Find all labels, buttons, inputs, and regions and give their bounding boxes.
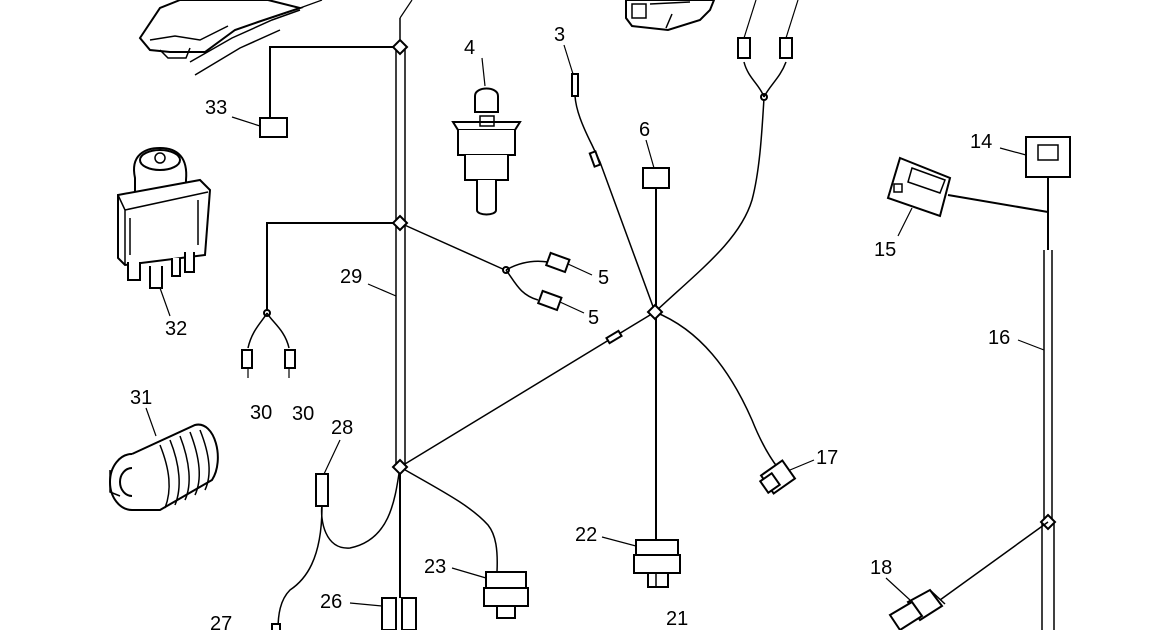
connector-26b bbox=[401, 597, 417, 630]
wire-5 bbox=[399, 222, 571, 312]
wire-6-22 bbox=[642, 167, 670, 540]
callout-16: 16 bbox=[988, 327, 1010, 349]
callout-27: 27 bbox=[210, 613, 232, 630]
part-15 bbox=[886, 156, 952, 218]
callout-3: 3 bbox=[554, 24, 565, 46]
connector-26a bbox=[381, 597, 397, 630]
callout-17: 17 bbox=[816, 447, 838, 469]
callout-5a: 5 bbox=[598, 267, 609, 289]
callout-14: 14 bbox=[970, 131, 992, 153]
connector-14 bbox=[1025, 136, 1071, 178]
callout-26: 26 bbox=[320, 591, 342, 613]
callout-32: 32 bbox=[165, 318, 187, 340]
callout-5b: 5 bbox=[588, 307, 599, 329]
wire-3 bbox=[571, 73, 656, 313]
wire-top-right bbox=[654, 0, 799, 313]
right-harness-16 bbox=[939, 136, 1071, 630]
connector-30a bbox=[241, 349, 253, 369]
harness-nodes bbox=[391, 38, 664, 476]
leader-lines bbox=[145, 44, 1045, 607]
part-18 bbox=[888, 588, 946, 630]
callout-18: 18 bbox=[870, 557, 892, 579]
bottom-connectors bbox=[271, 539, 681, 630]
callout-4: 4 bbox=[464, 37, 475, 59]
wire-33 bbox=[259, 46, 400, 138]
callout-6: 6 bbox=[639, 119, 650, 141]
connector-28 bbox=[315, 473, 329, 507]
callout-33: 33 bbox=[205, 97, 227, 119]
connector-6 bbox=[642, 167, 670, 189]
wire-30 bbox=[241, 222, 400, 378]
connector-33 bbox=[259, 117, 288, 138]
wire-cross bbox=[399, 311, 656, 468]
part-31 bbox=[109, 423, 219, 511]
top-connector-part bbox=[625, 0, 716, 32]
wire-lower bbox=[277, 466, 498, 630]
callout-28: 28 bbox=[331, 417, 353, 439]
part-32 bbox=[117, 146, 212, 289]
callout-22: 22 bbox=[575, 524, 597, 546]
callout-labels: 33 4 3 6 5 5 14 15 16 17 18 21 22 23 26 … bbox=[130, 24, 1010, 630]
connector-5a bbox=[544, 251, 571, 274]
part-4 bbox=[451, 87, 522, 216]
seat-switch-part bbox=[138, 0, 323, 76]
callout-15: 15 bbox=[874, 239, 896, 261]
callout-30b: 30 bbox=[292, 403, 314, 425]
callout-30a: 30 bbox=[250, 402, 272, 424]
wire-17 bbox=[654, 311, 797, 495]
connector-30b bbox=[284, 349, 296, 369]
callout-21: 21 bbox=[666, 608, 688, 630]
callout-31: 31 bbox=[130, 387, 152, 409]
main-harness-29 bbox=[395, 0, 413, 467]
connector-5b bbox=[536, 289, 563, 312]
callout-29: 29 bbox=[340, 266, 362, 288]
callout-23: 23 bbox=[424, 556, 446, 578]
